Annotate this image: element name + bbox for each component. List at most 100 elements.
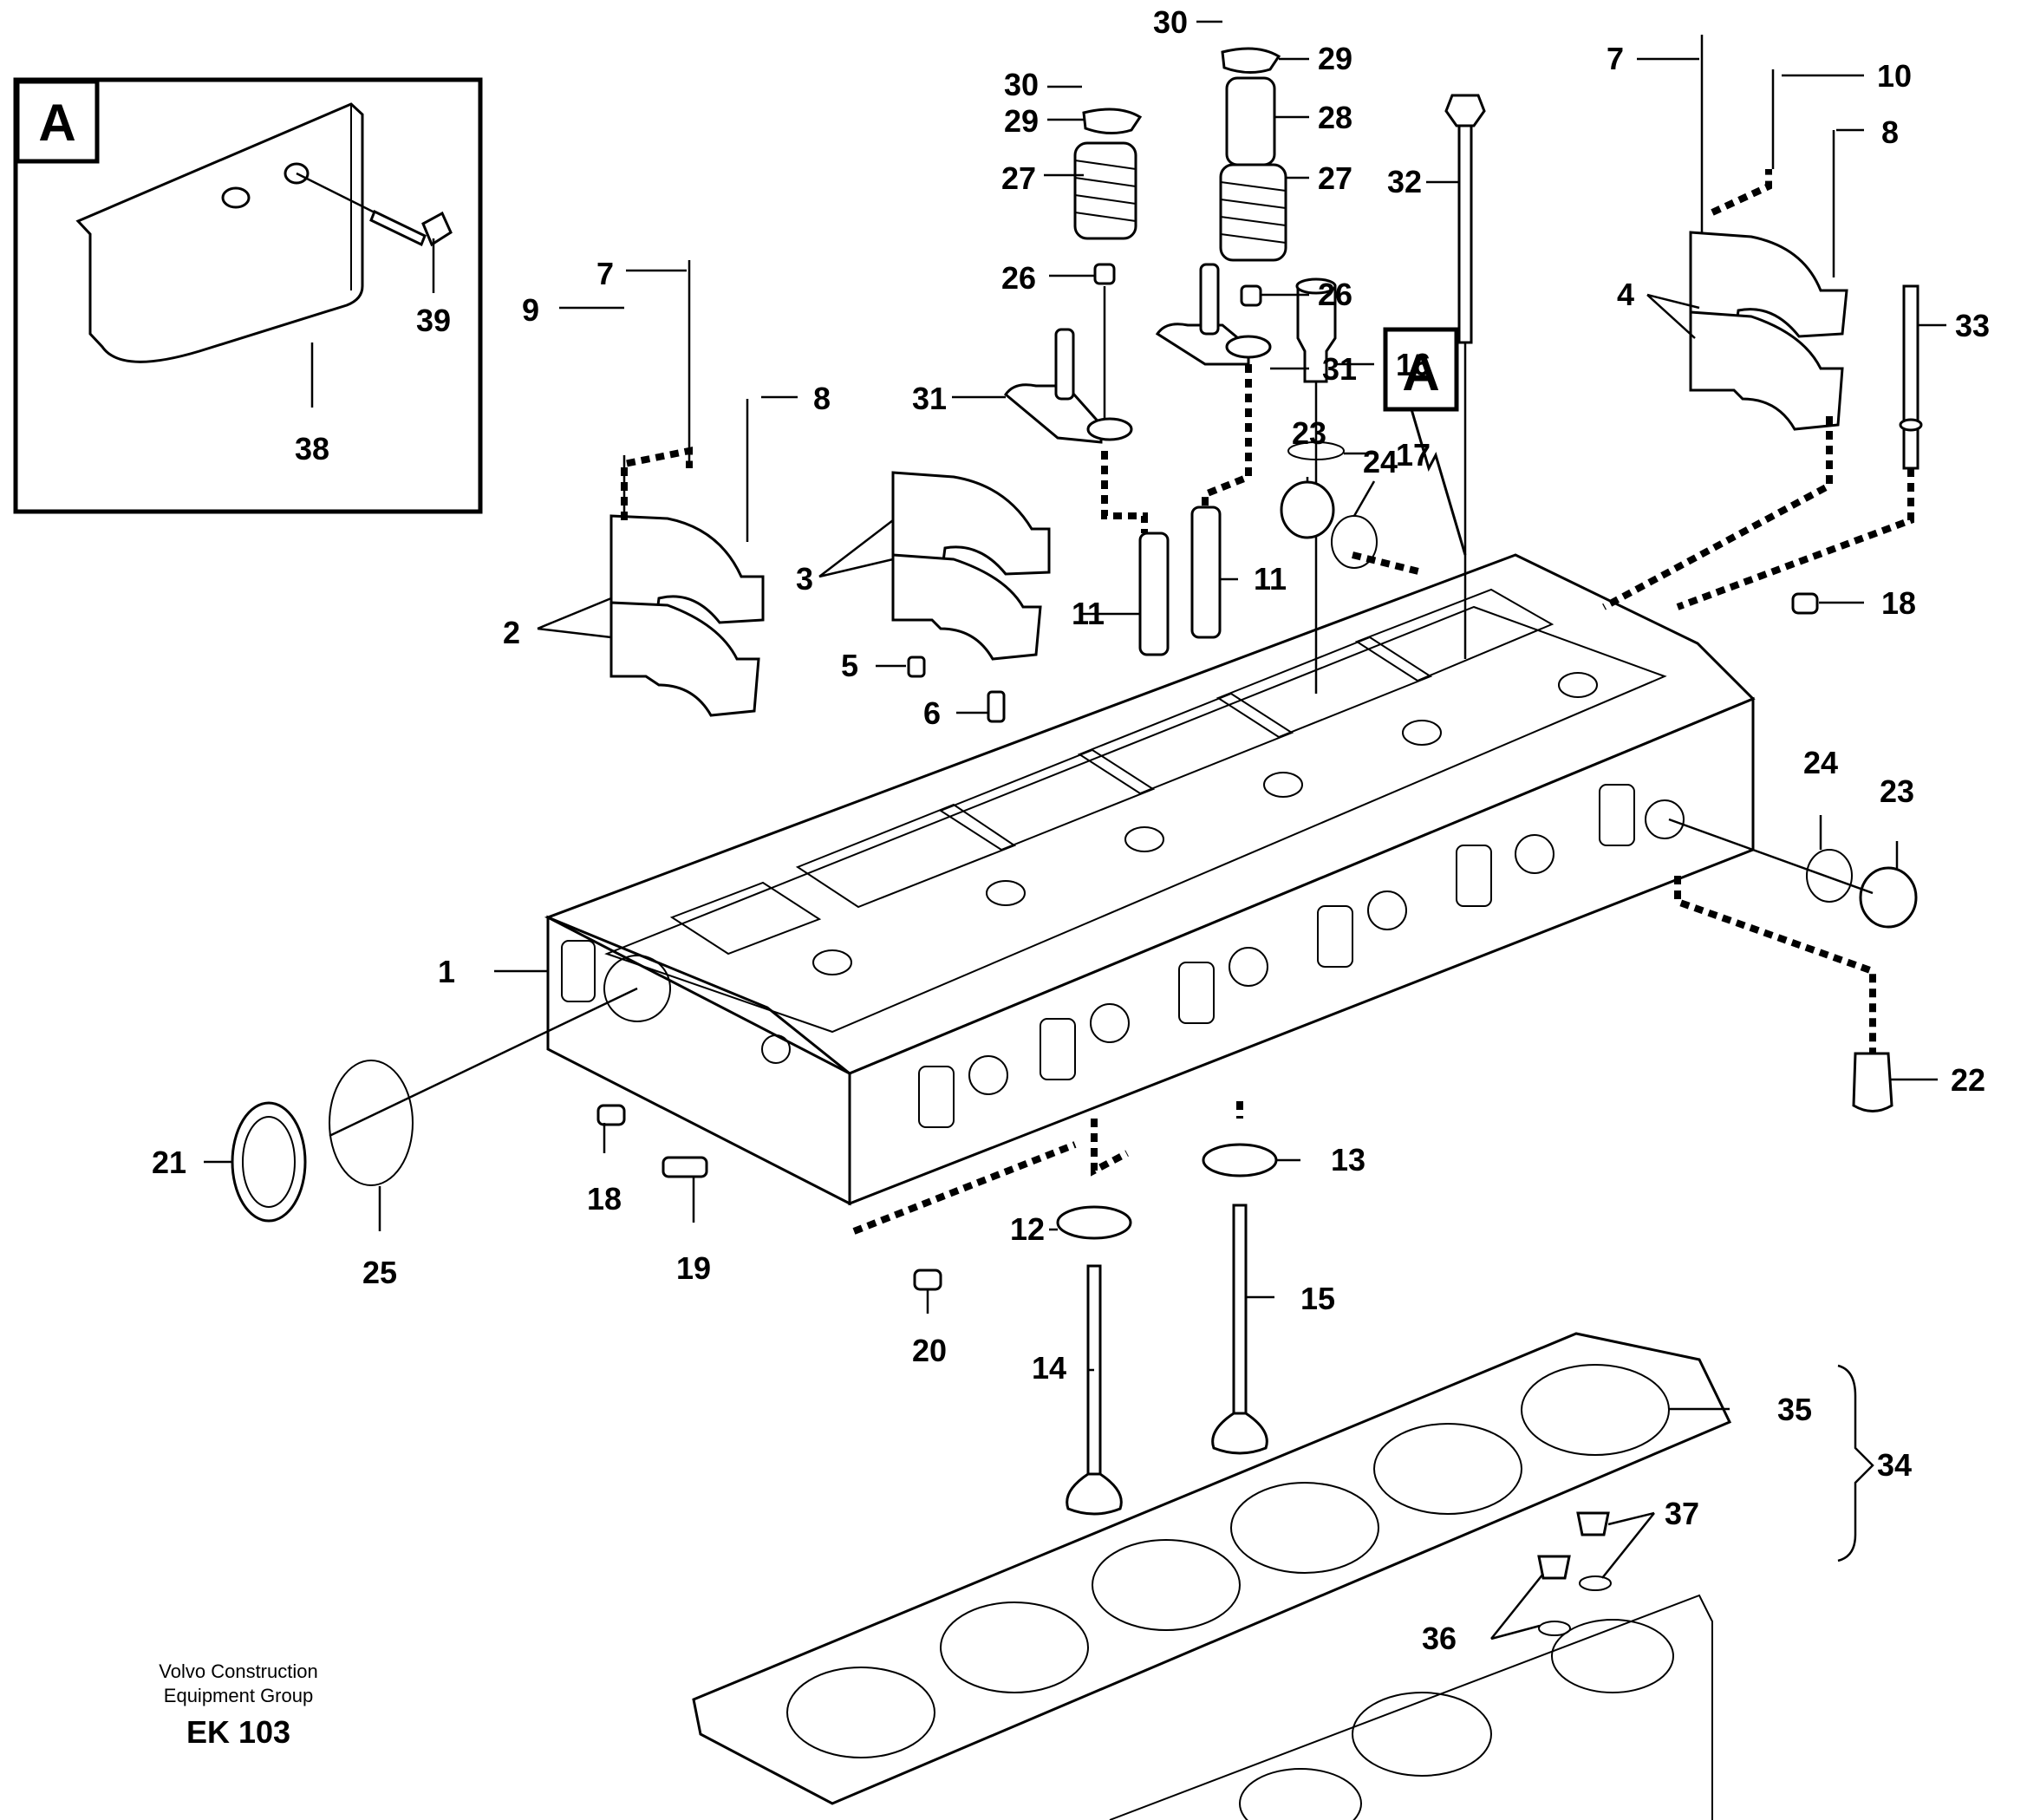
spring-retainer-29 [1082,108,1143,134]
gasket-outline [692,1332,1732,1805]
end-port [561,940,596,1002]
callouts: 1 2 3 4 5 6 7 7 8 8 9 10 11 11 12 13 14 … [152,4,1990,1656]
bolt-head [1444,94,1486,127]
block-bore [1352,1692,1492,1777]
dashed-guides [621,169,1914,1235]
bearing-cap-upper [891,471,1051,583]
valve-head-15 [1211,1412,1268,1455]
bearing-cap-lower [891,553,1042,661]
callout-31-left: 31 [912,381,947,416]
leader-line [1668,818,1874,895]
bracket-hole [221,186,251,209]
bearing-cap-lower [609,601,760,717]
callout-31-right: 31 [1322,351,1357,387]
footer: Volvo Construction Equipment Group EK 10… [159,1660,317,1750]
callout-4: 4 [1617,277,1634,312]
callout-29-left: 29 [1004,103,1039,139]
valve-seat-13 [1202,1143,1278,1177]
callout-3: 3 [796,561,813,597]
end-plug-hole [761,1034,791,1064]
callout-23-right: 23 [1880,773,1914,809]
seal-24 [1806,849,1853,903]
detail-a-label: A [1402,343,1439,401]
footer-company: Volvo Construction [159,1660,317,1682]
callout-39: 39 [416,303,451,338]
pin-19 [662,1156,708,1178]
top-cavities [669,588,1554,956]
side-ports [918,784,1685,1128]
callout-23-top: 23 [1292,415,1326,451]
bearing-cap-set-2 [609,260,765,717]
spring-coils [1074,160,1137,222]
push-rod-11 [1190,506,1222,639]
spring-27 [1073,141,1137,240]
valves [1056,1143,1278,1516]
cylinder-head [494,553,1756,1206]
spring-28 [1225,76,1276,166]
callout-37: 37 [1665,1496,1699,1531]
spring-27 [1219,163,1287,262]
detail-a-marker: A [1383,327,1467,556]
block-bore [1551,1619,1674,1693]
washer [1225,335,1272,359]
callout-10: 10 [1877,58,1912,94]
callout-25: 25 [362,1255,397,1290]
cover-21-inner [242,1116,296,1208]
valve-stem-14 [1086,1264,1102,1484]
callout-26-right: 26 [1318,277,1352,312]
dowel-6 [987,690,1006,723]
valve-head-14 [1066,1472,1123,1516]
callout-8-left: 8 [813,381,831,416]
head-deck-outline [604,605,1667,1034]
valve-train-right [1155,47,1287,639]
inset-bolt-head [421,211,453,247]
leader-line [329,987,638,1138]
callout-28: 28 [1318,100,1352,135]
washer-37 [1579,1575,1612,1591]
detail-a-box [1383,327,1459,412]
callout-30-left: 30 [1004,67,1039,102]
bolt-shank [1457,124,1473,344]
end-bore [603,955,671,1022]
callout-38: 38 [295,431,329,466]
sleeve-36 [1537,1555,1571,1580]
injector-sleeve-16 [1287,277,1345,694]
sleeve-body [1296,284,1337,383]
callout-22: 22 [1951,1062,1985,1098]
callout-7-right: 7 [1607,41,1624,76]
cylinder-head-end [546,915,851,1206]
dowel-5 [907,656,926,678]
stud-33 [1899,284,1946,470]
callout-11-left: 11 [1072,596,1105,631]
plug-20 [913,1269,942,1291]
callout-15: 15 [1300,1281,1335,1316]
push-rod-11 [1138,532,1170,656]
callout-36: 36 [1422,1621,1457,1656]
callout-11-right: 11 [1254,561,1287,597]
sleeve-top [1295,277,1337,295]
callout-1: 1 [438,954,455,989]
inset-badge [15,79,100,164]
plug-18 [596,1104,626,1126]
detail-a-arrow [1410,408,1467,556]
callout-14: 14 [1032,1350,1066,1386]
bearing-cap-lower [1689,310,1844,431]
engine-block-partial [1109,1594,1713,1820]
plug-18 [1791,592,1819,615]
callout-20: 20 [912,1333,947,1368]
callout-17: 17 [1396,437,1431,473]
bridge-31 [1004,383,1103,444]
bearing-cap-set-3 [891,471,1051,723]
callout-35: 35 [1777,1392,1812,1427]
callout-6: 6 [923,695,941,731]
callout-34: 34 [1877,1447,1912,1483]
sleeve-37 [1576,1511,1610,1536]
callout-18-right: 18 [1881,585,1916,621]
block-bore [1239,1768,1362,1820]
callout-8-right: 8 [1881,114,1899,150]
callout-19: 19 [676,1250,711,1286]
callout-24-top: 24 [1363,444,1398,479]
callout-27-right: 27 [1318,160,1352,196]
